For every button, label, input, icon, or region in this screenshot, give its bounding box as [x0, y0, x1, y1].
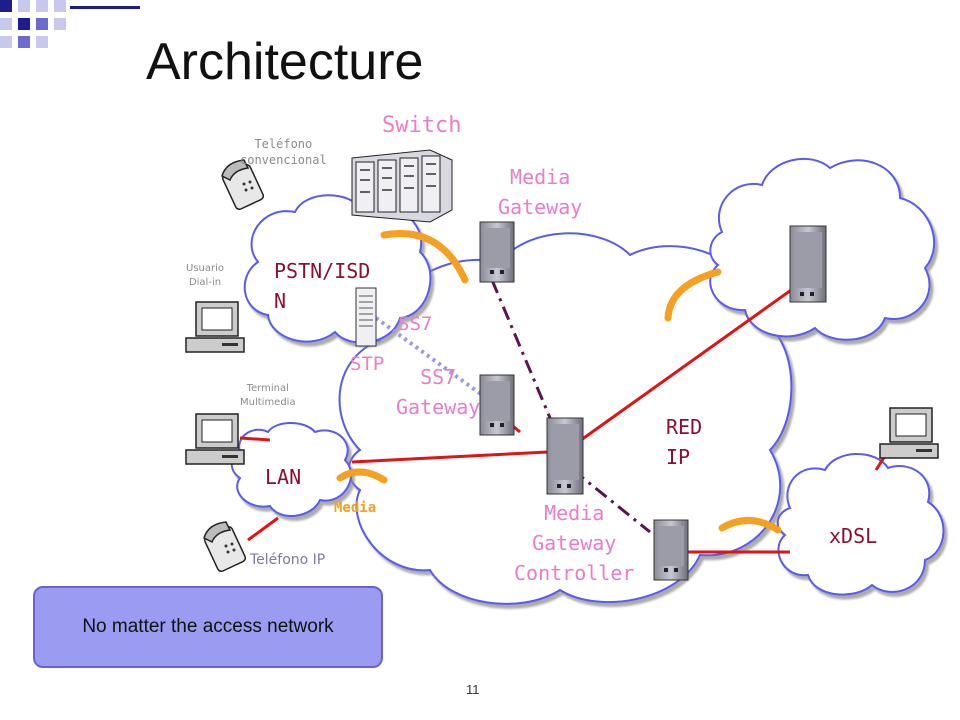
- deco-square: [18, 18, 30, 30]
- deco-square: [36, 0, 48, 12]
- media-gateway-controller-rack: [546, 417, 584, 495]
- deco-line: [70, 6, 140, 9]
- stp-rack: [355, 287, 377, 347]
- label-line: Teléfono: [254, 137, 313, 151]
- deco-square: [0, 36, 12, 48]
- terminal-multimedia-label: Terminal Multimedia: [240, 382, 296, 410]
- red-ip-label: RED IP: [666, 412, 702, 472]
- dialin-computer-icon: [185, 301, 245, 353]
- pstn-isdn-label: PSTN/ISD N: [274, 256, 370, 316]
- label-line: Media: [510, 165, 571, 189]
- corner-decoration: [0, 0, 140, 48]
- label-line: PSTN/ISD: [274, 259, 371, 283]
- label-line: convencional: [240, 153, 327, 167]
- phone-icon: [221, 159, 265, 210]
- label-line: Multimedia: [240, 397, 296, 408]
- ip-phone-icon: [203, 521, 247, 572]
- media-gateway-label: Media Gateway: [498, 162, 582, 222]
- label-line: SS7: [420, 365, 457, 389]
- deco-square: [36, 36, 48, 48]
- ss7-gateway-rack: [479, 374, 515, 436]
- label-line: Dial-in: [188, 277, 222, 288]
- deco-square: [0, 0, 12, 12]
- label-line: Gateway: [532, 531, 617, 555]
- label-line: Terminal: [246, 383, 289, 394]
- note-text: No matter the access network: [82, 616, 334, 637]
- media-gateway-controller-label: Media Gateway Controller: [514, 498, 634, 588]
- xdsl-cloud: [776, 453, 945, 596]
- page-number: 11: [466, 682, 480, 697]
- xdsl-gateway-rack: [653, 519, 689, 581]
- label-line: Gateway: [396, 395, 481, 419]
- note-box: No matter the access network: [33, 586, 383, 668]
- deco-square: [54, 18, 66, 30]
- multimedia-terminal-icon: [185, 413, 245, 465]
- ss7-label: SS7: [398, 313, 433, 335]
- deco-square: [0, 18, 12, 30]
- signaling-links: [490, 279, 651, 534]
- deco-square: [18, 36, 30, 48]
- ss7-gateway-label: SS7 Gateway: [396, 362, 480, 422]
- label-line: Media: [544, 501, 605, 525]
- xdsl-label: xDSL: [829, 524, 878, 548]
- label-line: Controller: [514, 561, 635, 585]
- gateway-arcs: [336, 230, 782, 534]
- label-line: N: [274, 289, 287, 313]
- lan-cloud: [230, 422, 352, 518]
- xdsl-computer-icon: [879, 407, 939, 459]
- slide-title: Architecture: [146, 33, 424, 91]
- telefono-ip-label: Teléfono IP: [250, 552, 326, 568]
- remote-gateway-rack: [789, 225, 827, 303]
- switch-equipment: [351, 149, 453, 223]
- label-line: Usuario: [186, 263, 225, 274]
- deco-square: [36, 18, 48, 30]
- ss7-link: [374, 316, 502, 410]
- label-line: Gateway: [498, 195, 583, 219]
- label-line: IP: [666, 445, 691, 469]
- deco-square: [54, 0, 66, 12]
- stp-label: STP: [350, 353, 385, 375]
- telefono-convencional-label: Teléfono convencional: [240, 136, 327, 168]
- media-label: Media: [334, 500, 377, 516]
- lan-label: LAN: [265, 465, 302, 489]
- switch-label: Switch: [382, 113, 462, 138]
- usuario-dialin-label: Usuario Dial-in: [186, 262, 224, 290]
- deco-square: [18, 0, 30, 12]
- label-line: RED: [666, 415, 703, 439]
- media-gateway-rack: [479, 221, 515, 283]
